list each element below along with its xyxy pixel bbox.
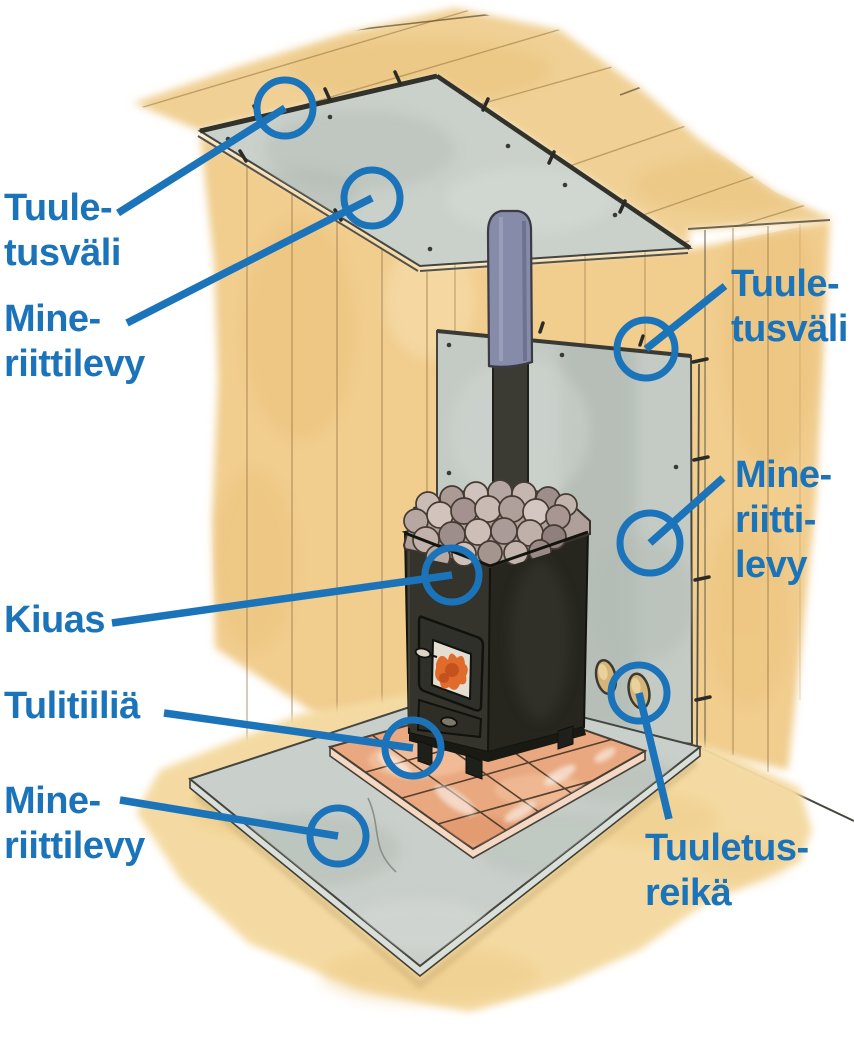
label-tuuletusvali-ceiling: Tuule- tusväli — [4, 187, 121, 274]
drawer-handle — [440, 716, 458, 728]
callout-line-kiuas — [111, 571, 453, 627]
callout-line-tuuletusvali-ceiling — [116, 104, 287, 217]
label-mineriittilevy-floor: Mine- riittilevy — [4, 780, 145, 867]
callouts — [111, 76, 728, 868]
callout-circle-mineriittilevy-wall — [616, 509, 684, 577]
callout-circle-kiuas — [421, 544, 483, 606]
label-tuuletusreika: Tuuletus- reikä — [645, 827, 809, 914]
wall-board-gap-line — [696, 363, 700, 748]
label-tulitiilia: Tulitiiliä — [4, 685, 140, 727]
ventilation-gap-hooks — [238, 70, 627, 222]
callout-circle-mineriittilevy-floor — [306, 804, 370, 868]
callout-line-mineriittilevy-floor — [119, 796, 339, 840]
label-kiuas: Kiuas — [4, 599, 105, 641]
callout-line-tulitiilia — [163, 709, 414, 752]
callout-circle-tulitiilia — [381, 716, 445, 780]
label-tuuletusvali-wall: Tuule- tusväli — [731, 263, 848, 350]
ceiling-board-back-batten — [199, 73, 438, 134]
callout-circle-tuuletusreika — [607, 661, 671, 725]
callout-line-tuuletusvali-wall — [643, 283, 728, 352]
wall-board-brackets — [538, 321, 712, 702]
label-mineriittilevy-wall: Mine- riitti- levy — [735, 454, 832, 586]
callout-circle-tuuletusvali-ceiling — [253, 76, 317, 140]
wall-board-top-batten — [436, 329, 692, 358]
ceiling-board-right-batten — [435, 74, 692, 250]
callout-line-mineriittilevy-ceiling — [125, 194, 374, 327]
callout-line-tuuletusreika — [635, 692, 673, 820]
callout-circle-mineriittilevy-ceiling — [340, 166, 404, 230]
ceiling-wall-junction — [687, 219, 831, 230]
label-mineriittilevy-ceiling: Mine- riittilevy — [4, 298, 145, 385]
stove-feet — [417, 725, 574, 780]
callout-line-mineriittilevy-wall — [647, 475, 726, 546]
ceiling-mineral-board — [197, 70, 693, 272]
callout-circle-tuuletusvali-wall — [613, 316, 679, 382]
